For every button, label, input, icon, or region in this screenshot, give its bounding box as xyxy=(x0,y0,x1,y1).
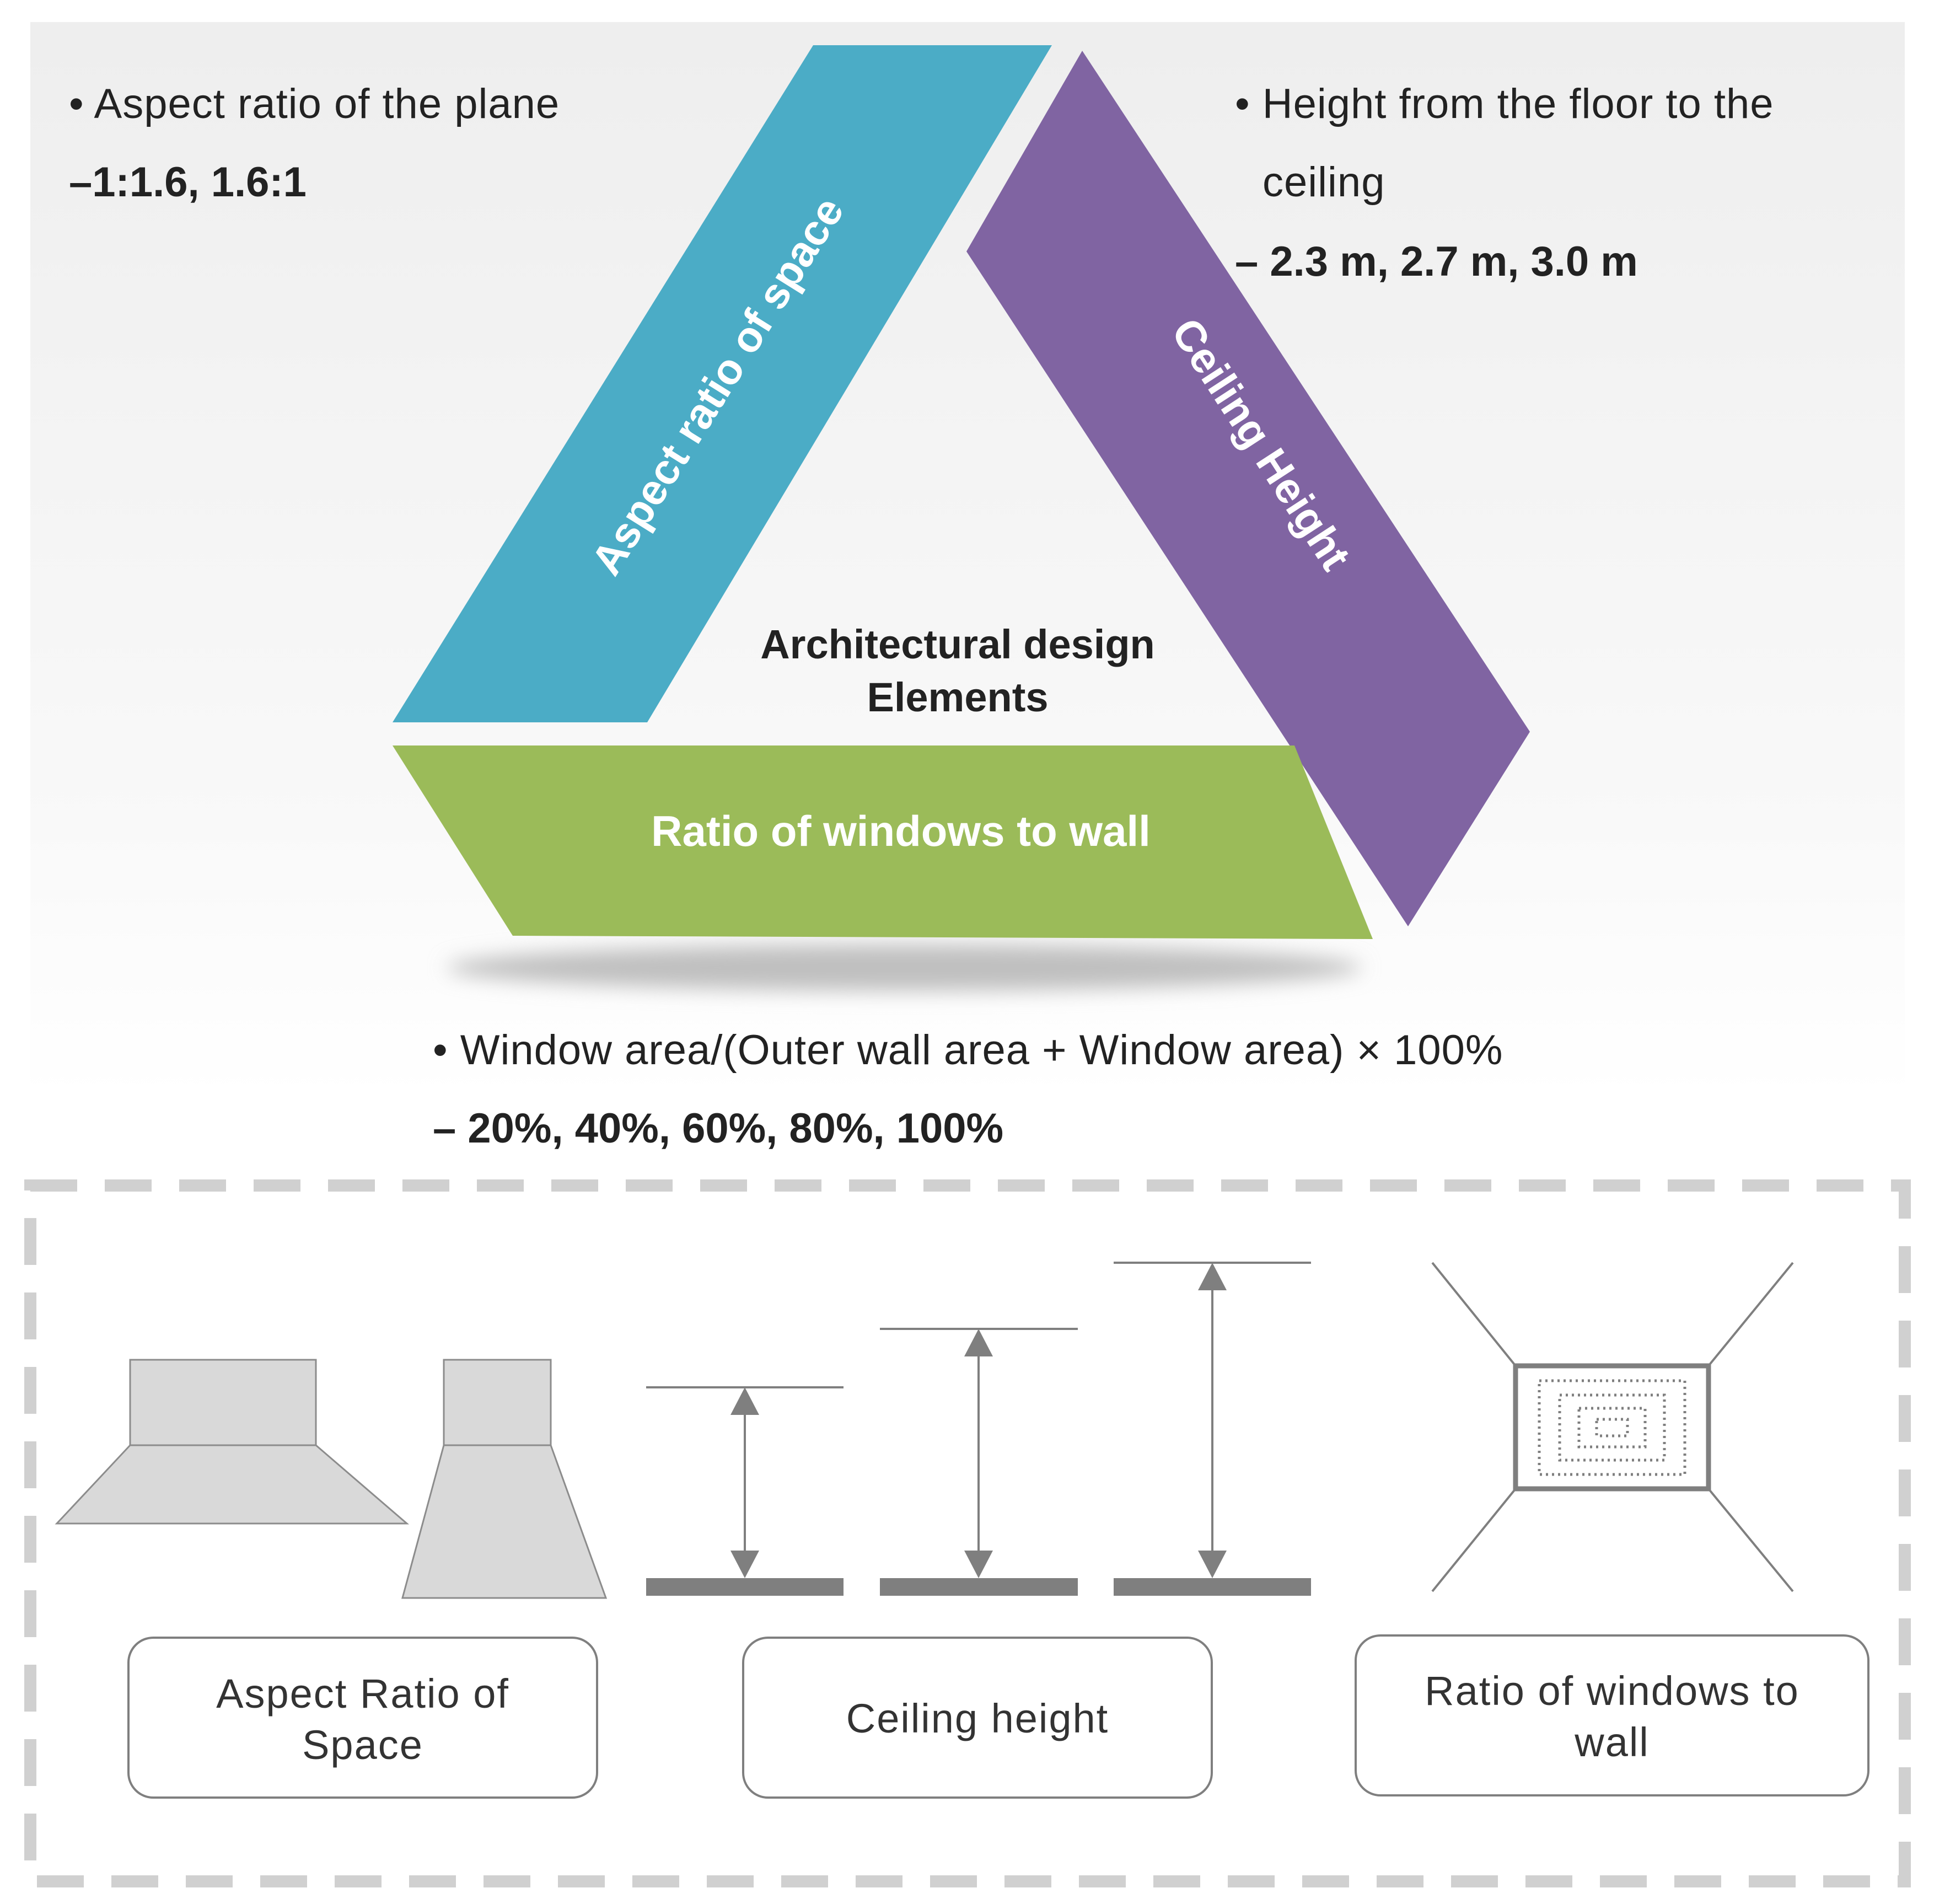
box-aspect xyxy=(127,1637,598,1799)
aspect-shape-wide xyxy=(55,1359,410,1525)
box-aspect-line2: Space xyxy=(302,1722,423,1768)
green-band-shadow xyxy=(447,945,1362,991)
ceiling-note-values: – 2.3 m, 2.7 m, 3.0 m xyxy=(1235,238,1638,285)
aspect-note-bullet: • Aspect ratio of the plane xyxy=(69,81,560,127)
aspect-note-values: –1:1.6, 1.6:1 xyxy=(69,159,307,206)
ceiling-diagram-low xyxy=(646,1386,844,1596)
right-band-ceiling xyxy=(966,51,1530,926)
box-aspect-line1: Aspect Ratio of xyxy=(216,1671,509,1717)
bottom-band-label: Ratio of windows to wall xyxy=(651,807,1151,855)
window-room-diagram xyxy=(1431,1262,1794,1592)
center-label-line2: Elements xyxy=(867,674,1048,720)
box-ceiling-label: Ceiling height xyxy=(846,1696,1109,1741)
ceiling-note-line2: ceiling xyxy=(1263,159,1385,206)
ceiling-diagram-high xyxy=(1114,1262,1311,1596)
box-ceiling xyxy=(742,1637,1213,1799)
window-note-bullet: • Window area/(Outer wall area + Window … xyxy=(433,1027,1503,1074)
left-band-aspect xyxy=(393,45,1052,722)
center-label-line1: Architectural design xyxy=(760,621,1155,667)
aspect-shape-narrow xyxy=(401,1359,608,1599)
box-window-line1: Ratio of windows to xyxy=(1425,1668,1799,1714)
ceiling-diagram-mid xyxy=(880,1328,1078,1596)
ceiling-note-line1: • Height from the floor to the xyxy=(1235,81,1774,127)
window-note-values: – 20%, 40%, 60%, 80%, 100% xyxy=(433,1105,1003,1152)
dashed-panel-border xyxy=(24,1179,1911,1887)
bottom-band-window xyxy=(393,745,1373,939)
box-window-line2: wall xyxy=(1574,1719,1649,1765)
box-window xyxy=(1355,1634,1869,1796)
